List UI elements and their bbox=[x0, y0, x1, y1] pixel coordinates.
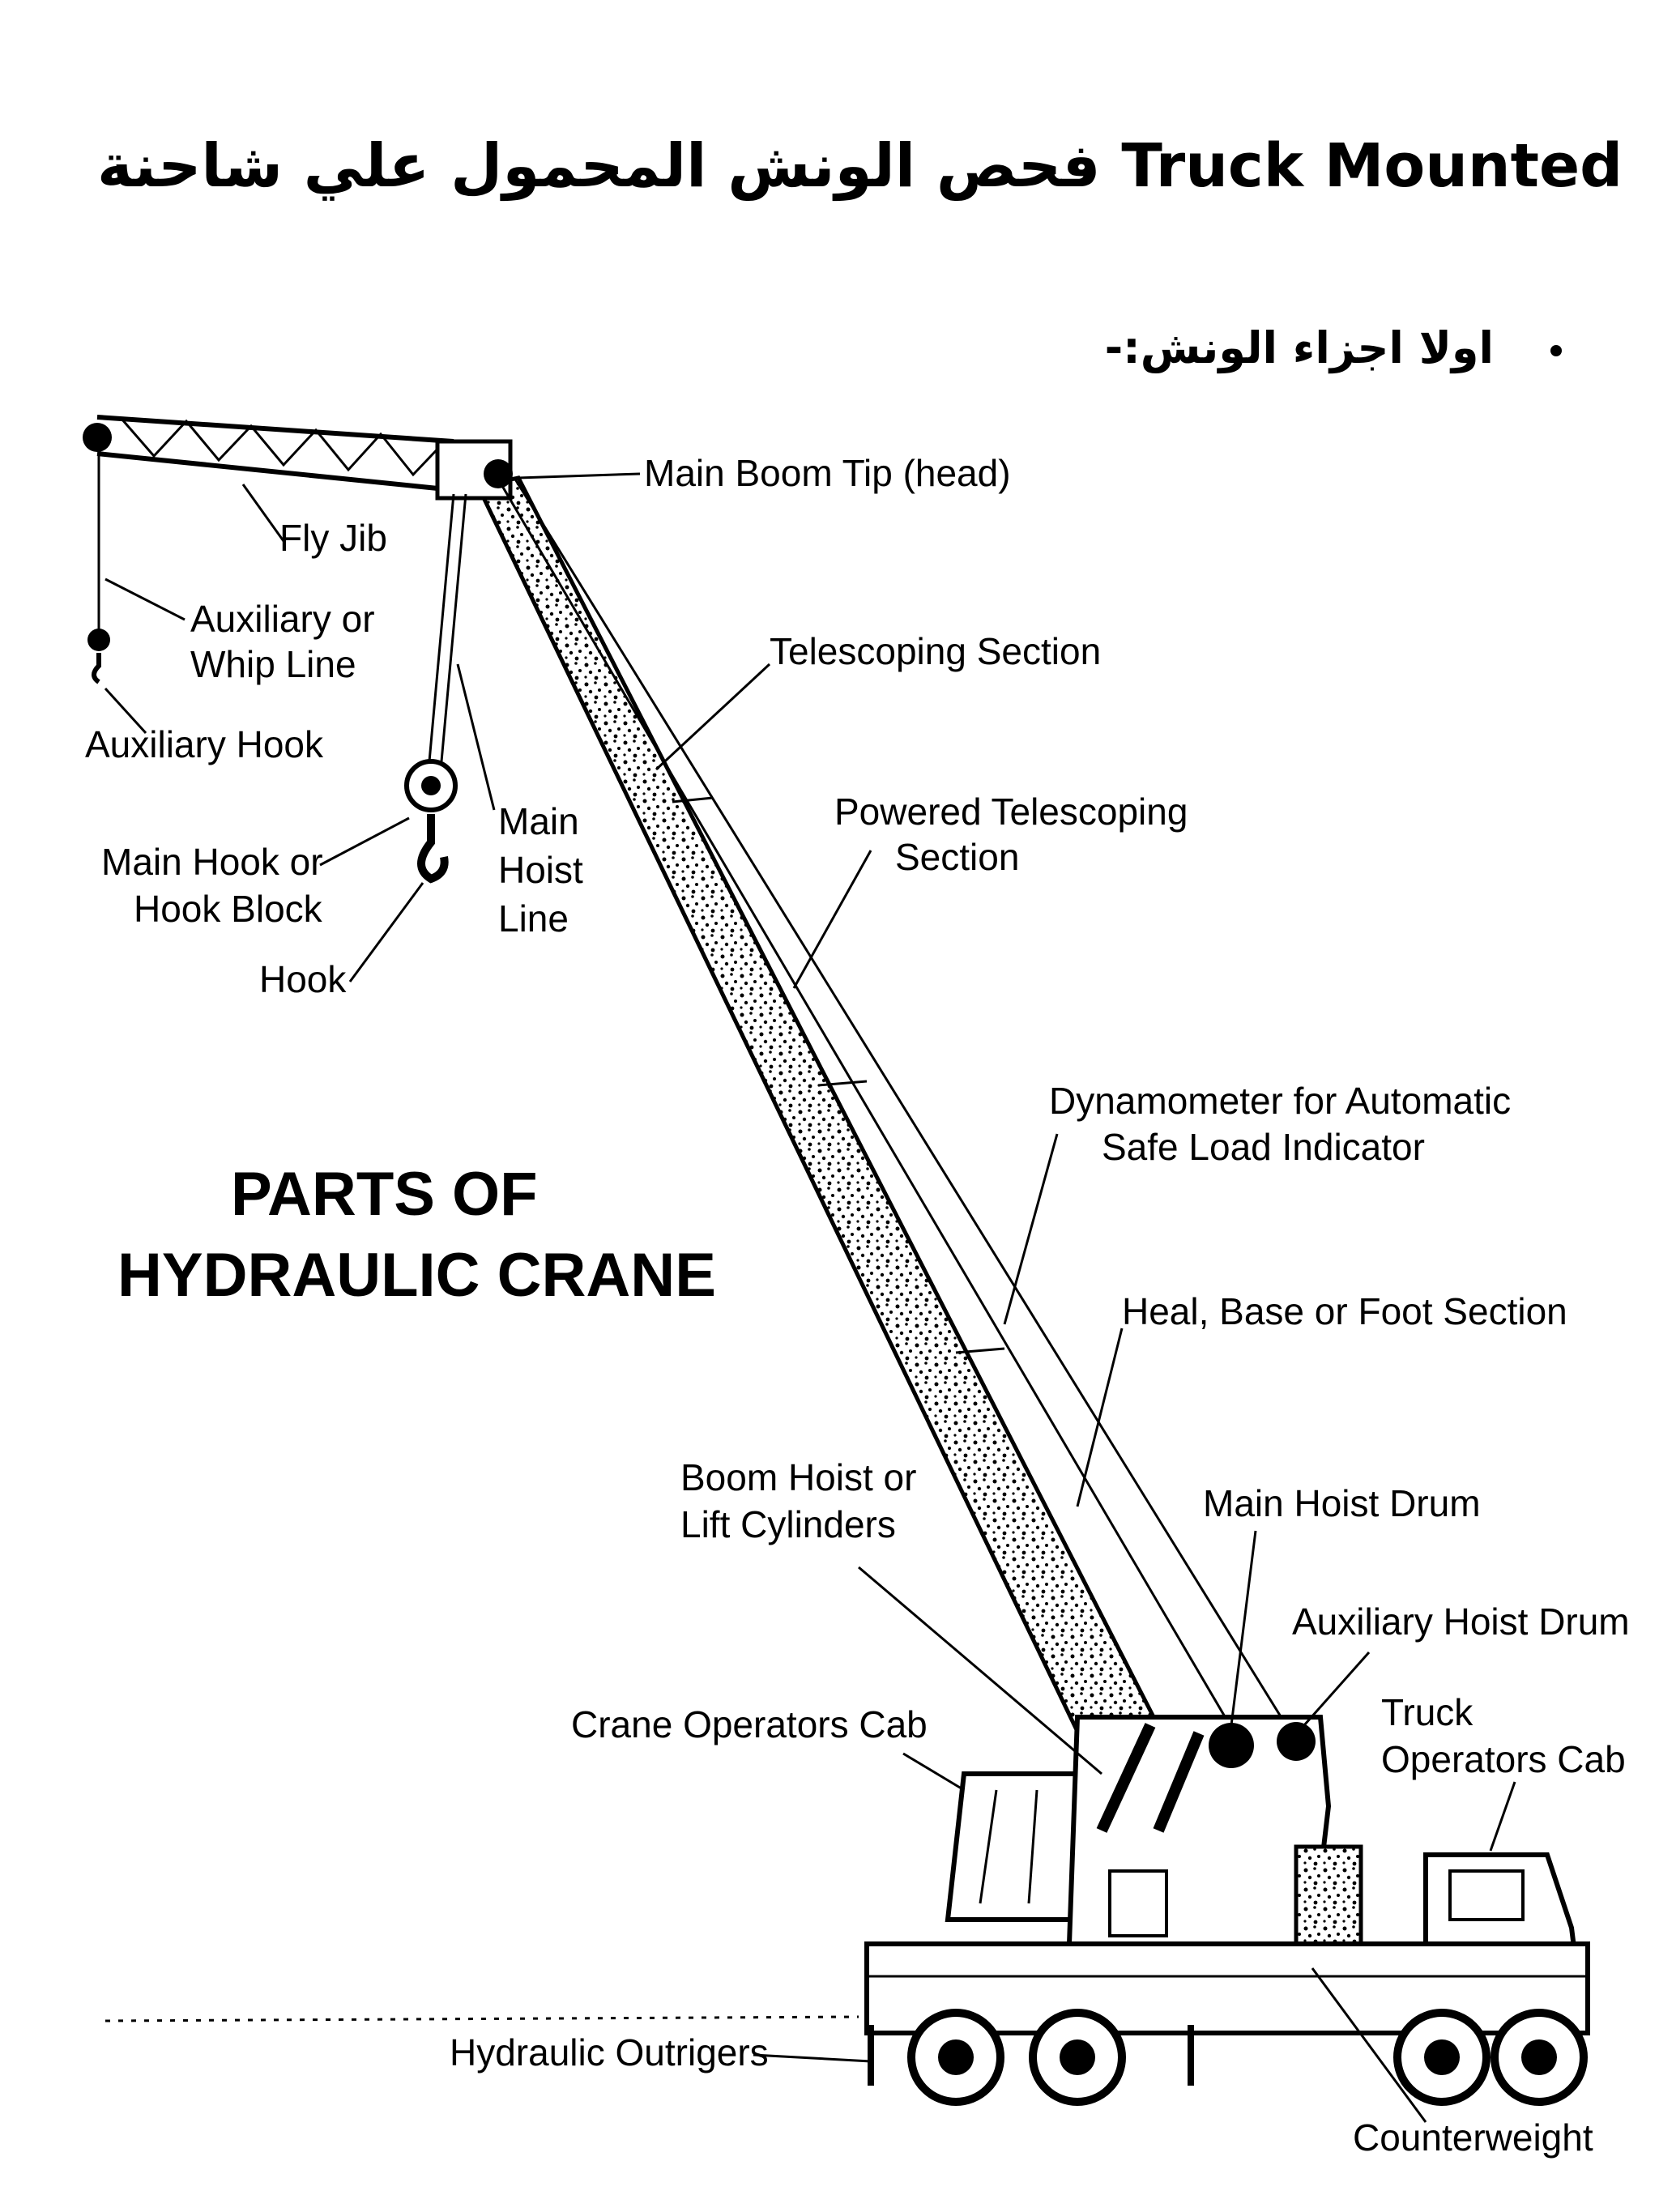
aux-hoist-drum bbox=[1277, 1722, 1316, 1761]
label-main-boom-tip: Main Boom Tip (head) bbox=[644, 452, 1011, 494]
wheels bbox=[907, 2009, 1588, 2106]
bullet-text: اولا اجزاء الونش:- bbox=[1104, 322, 1494, 373]
label-dyn-2: Safe Load Indicator bbox=[1102, 1126, 1425, 1168]
fly-jib bbox=[83, 415, 454, 492]
label-crane-cab: Crane Operators Cab bbox=[571, 1703, 928, 1745]
label-main-hoist-drum: Main Hoist Drum bbox=[1203, 1482, 1481, 1524]
label-hook: Hook bbox=[259, 958, 347, 1000]
label-aux-line-2: Whip Line bbox=[190, 643, 356, 685]
crane-cab bbox=[945, 1771, 1080, 1922]
label-truck-cab-2: Operators Cab bbox=[1381, 1738, 1626, 1780]
diagram-heading-line1: PARTS OF bbox=[231, 1160, 538, 1229]
jib-sheave-icon bbox=[83, 423, 112, 452]
label-fly-jib: Fly Jib bbox=[279, 517, 387, 559]
label-aux-line-1: Auxiliary or bbox=[190, 598, 375, 640]
label-boom-hoist-2: Lift Cylinders bbox=[680, 1503, 896, 1545]
label-main-hoist-3: Line bbox=[498, 897, 569, 940]
label-powered-tele-2: Section bbox=[895, 836, 1019, 878]
bullet-item: اولا اجزاء الونش:- bbox=[1105, 312, 1562, 385]
label-aux-hook: Auxiliary Hook bbox=[85, 723, 324, 765]
ground-line bbox=[104, 2015, 859, 2022]
bullet-dot-icon bbox=[1550, 345, 1562, 357]
label-aux-hoist-drum: Auxiliary Hoist Drum bbox=[1292, 1600, 1630, 1643]
hoist-lines bbox=[87, 454, 467, 884]
label-telescoping-section: Telescoping Section bbox=[770, 630, 1101, 672]
label-boom-hoist-1: Boom Hoist or bbox=[680, 1456, 916, 1498]
aux-hook-block-icon bbox=[87, 629, 110, 651]
slide-title: فحص الونش المحمول علي شاحنة Truck Mounte… bbox=[97, 131, 1623, 201]
label-main-hoist-2: Hoist bbox=[498, 849, 583, 891]
leader-lines bbox=[104, 472, 1516, 2123]
diagram-heading-line2: HYDRAULIC CRANE bbox=[117, 1241, 716, 1310]
label-dyn-1: Dynamometer for Automatic bbox=[1049, 1080, 1511, 1122]
label-powered-tele-1: Powered Telescoping bbox=[834, 791, 1188, 833]
aux-hook-icon bbox=[92, 653, 101, 684]
boom-tip-sheave-icon bbox=[484, 459, 513, 488]
main-hoist-drum bbox=[1209, 1723, 1254, 1768]
label-truck-cab-1: Truck bbox=[1381, 1691, 1473, 1733]
label-main-hook-1: Main Hook or bbox=[101, 841, 323, 883]
label-main-hook-2: Hook Block bbox=[134, 888, 323, 930]
label-outriggers: Hydraulic Outrigers bbox=[450, 2031, 769, 2073]
main-hook-icon bbox=[417, 814, 449, 884]
label-counterweight: Counterweight bbox=[1353, 2116, 1593, 2159]
label-heal: Heal, Base or Foot Section bbox=[1122, 1290, 1567, 1332]
truck bbox=[864, 1715, 1590, 2106]
label-main-hoist-1: Main bbox=[498, 800, 579, 842]
